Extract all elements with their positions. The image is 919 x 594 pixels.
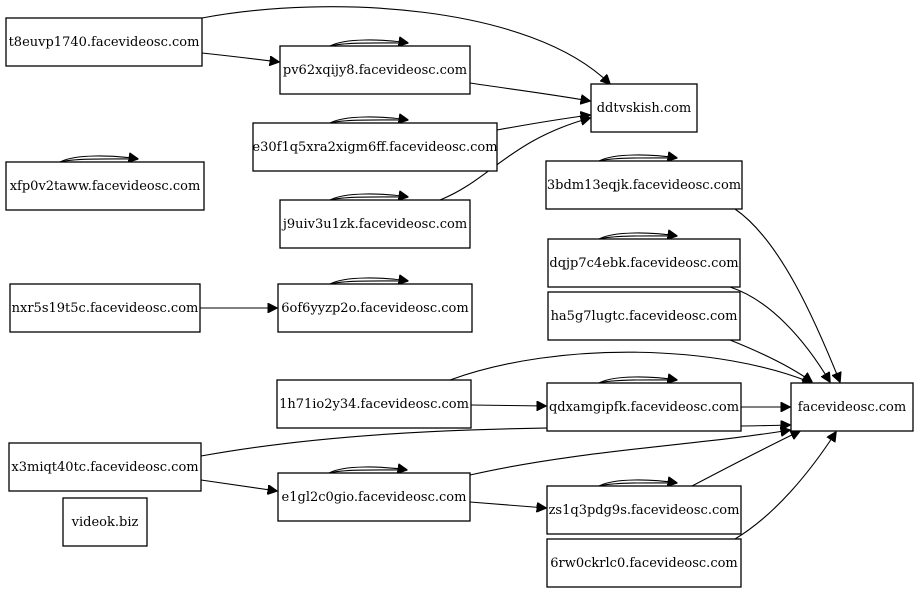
- node-box: [279, 199, 471, 249]
- node-label: pv62xqijy8.facevideosc.com: [283, 63, 467, 78]
- node-box: [790, 382, 914, 432]
- node-label: 6rw0ckrlc0.facevideosc.com: [550, 556, 738, 571]
- node-label: e1gl2c0gio.facevideosc.com: [282, 490, 467, 505]
- node-box: [62, 497, 148, 547]
- graph-node: videok.biz: [62, 497, 148, 547]
- edge-n01-n02: [201, 52, 279, 62]
- node-box: [252, 122, 498, 172]
- node-label: x3miqt40tc.facevideosc.com: [11, 460, 198, 475]
- graph-node: 6of6yyzp2o.facevideosc.com: [277, 283, 473, 333]
- graph-node: j9uiv3u1zk.facevideosc.com: [279, 199, 471, 249]
- edge-n17-n14: [691, 431, 800, 487]
- edge-n16-n17: [469, 501, 546, 508]
- self-loop-edge: [329, 40, 408, 46]
- edges-layer: [59, 6, 840, 540]
- graph-node: t8euvp1740.facevideosc.com: [5, 17, 203, 67]
- node-box: [277, 472, 471, 522]
- node-box: [8, 442, 202, 492]
- node-label: facevideosc.com: [798, 400, 906, 415]
- graph-node: facevideosc.com: [790, 382, 914, 432]
- node-box: [546, 538, 742, 588]
- node-label: xfp0v2taww.facevideosc.com: [10, 179, 201, 194]
- self-loop-edge: [329, 194, 408, 200]
- edge-n11-n14: [729, 339, 812, 382]
- graph-node: 3bdm13eqjk.facevideosc.com: [545, 160, 743, 210]
- graph-node: pv62xqijy8.facevideosc.com: [279, 45, 471, 95]
- graph-node: xfp0v2taww.facevideosc.com: [5, 161, 205, 211]
- node-label: qdxamgipfk.facevideosc.com: [549, 400, 739, 415]
- self-loop-edge: [598, 233, 677, 239]
- node-label: ddtvskish.com: [597, 101, 692, 116]
- node-box: [5, 17, 203, 67]
- edge-n15-n16: [200, 479, 277, 491]
- node-box: [9, 283, 201, 333]
- node-label: dqjp7c4ebk.facevideosc.com: [549, 256, 738, 271]
- graph-node: 6rw0ckrlc0.facevideosc.com: [546, 538, 742, 588]
- graph-node: zs1q3pdg9s.facevideosc.com: [546, 485, 742, 535]
- self-loop-edge: [598, 377, 677, 383]
- edge-n06-n03: [439, 118, 590, 201]
- self-loop-edge: [329, 278, 408, 284]
- nodes-layer: t8euvp1740.facevideosc.com pv62xqijy8.fac…: [5, 17, 914, 588]
- node-box: [547, 238, 741, 288]
- edge-n12-n13: [470, 405, 546, 406]
- graph-node: e30f1q5xra2xigm6ff.facevideosc.com: [252, 122, 498, 172]
- node-label: t8euvp1740.facevideosc.com: [9, 35, 200, 50]
- node-label: e30f1q5xra2xigm6ff.facevideosc.com: [252, 140, 497, 155]
- node-label: 6of6yyzp2o.facevideosc.com: [281, 301, 468, 316]
- node-label: 1h71io2y34.facevideosc.com: [279, 397, 469, 412]
- node-box: [277, 283, 473, 333]
- self-loop-edge: [59, 156, 138, 162]
- node-label: nxr5s19t5c.facevideosc.com: [12, 301, 199, 316]
- graph-node: ha5g7lugtc.facevideosc.com: [547, 291, 741, 341]
- node-box: [546, 485, 742, 535]
- graph-node: qdxamgipfk.facevideosc.com: [546, 382, 742, 432]
- node-box: [546, 382, 742, 432]
- edge-n16-n14: [469, 430, 790, 476]
- node-label: videok.biz: [71, 515, 139, 530]
- edge-n08-n14: [729, 286, 830, 382]
- edge-n19-n14: [734, 432, 836, 540]
- graph-node: x3miqt40tc.facevideosc.com: [8, 442, 202, 492]
- graph-node: nxr5s19t5c.facevideosc.com: [9, 283, 201, 333]
- node-box: [590, 83, 698, 133]
- node-label: j9uiv3u1zk.facevideosc.com: [281, 217, 467, 232]
- graph-node: 1h71io2y34.facevideosc.com: [276, 379, 472, 429]
- graph-node: e1gl2c0gio.facevideosc.com: [277, 472, 471, 522]
- graph-node: ddtvskish.com: [590, 83, 698, 133]
- node-box: [5, 161, 205, 211]
- node-label: zs1q3pdg9s.facevideosc.com: [549, 503, 740, 518]
- edge-n02-n03: [469, 82, 590, 101]
- self-loop-edge: [328, 467, 407, 473]
- edge-n01-n03: [201, 6, 610, 84]
- node-box: [276, 379, 472, 429]
- node-box: [545, 160, 743, 210]
- self-loop-edge: [598, 480, 677, 486]
- node-box: [279, 45, 471, 95]
- node-label: ha5g7lugtc.facevideosc.com: [551, 309, 738, 324]
- node-label: 3bdm13eqjk.facevideosc.com: [547, 178, 741, 193]
- self-loop-edge: [329, 117, 408, 123]
- node-box: [547, 291, 741, 341]
- self-loop-edge: [598, 155, 677, 161]
- graph-node: dqjp7c4ebk.facevideosc.com: [547, 238, 741, 288]
- edge-n07-n14: [734, 208, 840, 382]
- edge-n12-n14: [449, 351, 812, 383]
